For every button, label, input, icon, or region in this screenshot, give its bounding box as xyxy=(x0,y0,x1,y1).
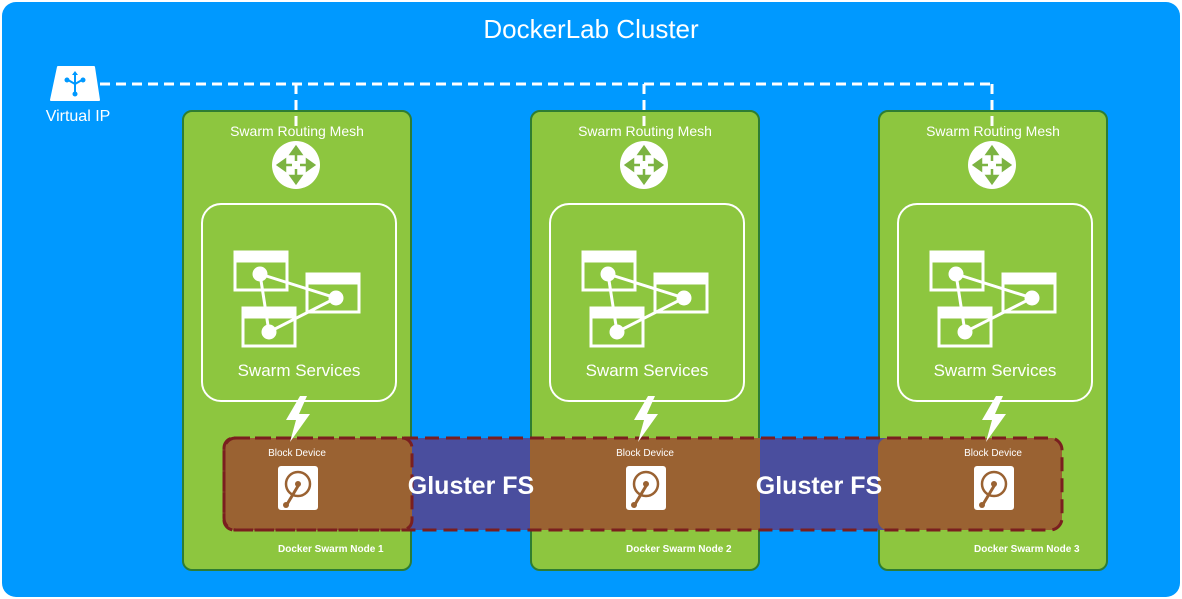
router-icon-1 xyxy=(272,141,320,189)
swarm-services-label-1: Swarm Services xyxy=(237,361,361,380)
storage-outline xyxy=(222,436,1064,532)
routing-mesh-label-3: Swarm Routing Mesh xyxy=(926,123,1060,139)
hard-disk-icon-1 xyxy=(278,466,318,510)
network-lines xyxy=(100,82,994,128)
swarm-services-icon-3 xyxy=(929,250,1057,348)
hard-disk-icon-2 xyxy=(626,466,666,510)
routing-mesh-label-1: Swarm Routing Mesh xyxy=(230,123,364,139)
hard-disk-icon-3 xyxy=(974,466,1014,510)
network-share-icon[interactable] xyxy=(50,66,100,101)
lightning-icon-2 xyxy=(634,396,658,442)
swarm-services-label-3: Swarm Services xyxy=(933,361,1057,380)
storage-region-3 xyxy=(878,438,1062,530)
node-label-3: Docker Swarm Node 3 xyxy=(974,544,1080,555)
lightning-icon-1 xyxy=(286,396,310,442)
routing-mesh-label-2: Swarm Routing Mesh xyxy=(578,123,712,139)
swarm-services-icon-1 xyxy=(233,250,361,348)
router-icon-2 xyxy=(620,141,668,189)
router-icon-3 xyxy=(968,141,1016,189)
swarm-services-icon-2 xyxy=(581,250,709,348)
lightning-icon-3 xyxy=(982,396,1006,442)
swarm-services-label-2: Swarm Services xyxy=(585,361,709,380)
cluster-title: DockerLab Cluster xyxy=(483,14,699,44)
node-label-2: Docker Swarm Node 2 xyxy=(626,544,732,555)
node-label-1: Docker Swarm Node 1 xyxy=(278,544,384,555)
